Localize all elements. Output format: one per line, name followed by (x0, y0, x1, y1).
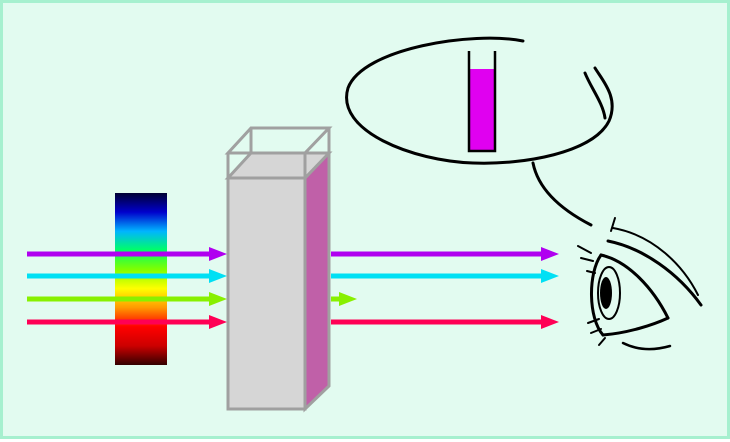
eye-icon (577, 217, 703, 351)
cuvette-open-top (224, 126, 333, 178)
test-tube-glass (467, 51, 497, 153)
incident-beam-violet (27, 247, 227, 261)
incident-beams (27, 247, 227, 329)
transmitted-beam-cyan (331, 269, 559, 283)
cuvette-solution-side (303, 149, 331, 413)
absorbed-beam-green (331, 292, 357, 306)
incident-beam-red (27, 315, 227, 329)
transmitted-beams (331, 247, 559, 329)
transmitted-beam-violet (331, 247, 559, 261)
thought-bubble-icon (345, 36, 614, 227)
test-tube-liquid (469, 69, 495, 151)
incident-beam-green (27, 292, 227, 306)
cuvette-front-face (226, 176, 307, 411)
cuvette (224, 126, 333, 413)
spectrum-filter (115, 193, 167, 365)
incident-beam-cyan (27, 269, 227, 283)
colorimetry-diagram (27, 36, 703, 413)
test-tube (467, 51, 497, 153)
transmitted-beam-red (331, 315, 559, 329)
